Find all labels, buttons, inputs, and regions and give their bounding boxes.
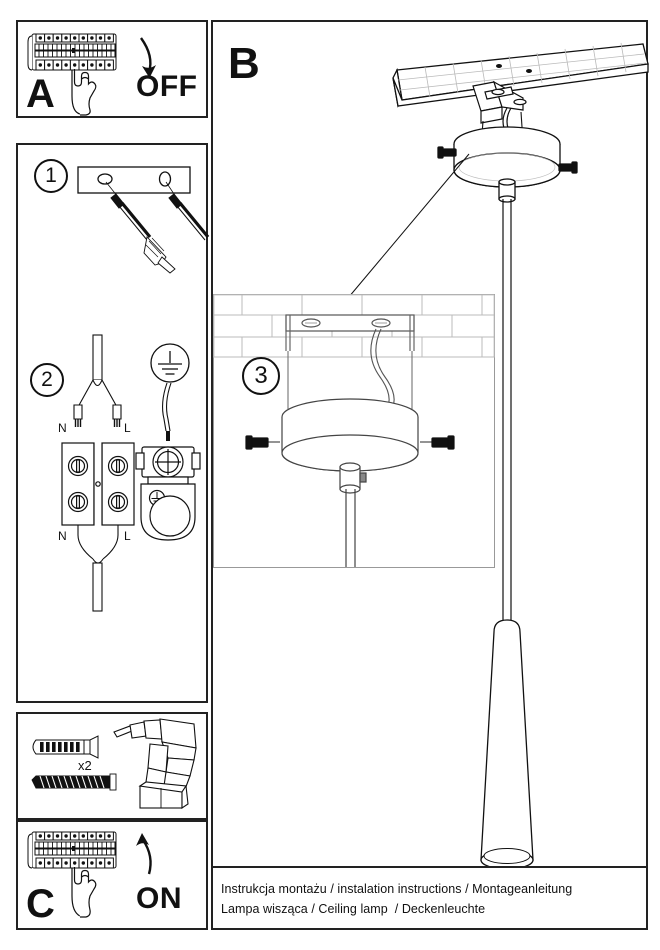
panel-c-action-label: ON: [136, 882, 182, 915]
earth-terminal-icon: [135, 446, 201, 541]
leader-line-icon: [342, 153, 470, 305]
pointing-hand-icon: [71, 69, 97, 116]
step-2-artwork: [61, 334, 201, 612]
panel-c-letter: C: [26, 882, 55, 926]
terminal-label-n-bottom: N: [58, 529, 67, 543]
panel-a-letter: A: [26, 72, 55, 116]
step-3-number: 3: [242, 357, 280, 395]
lamp-shade-icon: [480, 619, 534, 870]
panel-c-artwork: [27, 831, 152, 918]
wire-icon: [73, 334, 122, 427]
grub-screw-icon: [245, 435, 455, 450]
tools-artwork: [31, 718, 197, 810]
panel-c: C ON: [16, 820, 208, 930]
wall-plug-icon: [32, 735, 99, 759]
breaker-panel-icon: [27, 33, 117, 71]
footer-line-1: Instrukcja montażu / instalation instruc…: [221, 882, 573, 896]
pointing-hand-icon: [71, 867, 97, 918]
wall-plug-icon: [143, 236, 176, 274]
step-1-artwork: [77, 166, 210, 274]
pendant-cable-icon: [502, 199, 512, 620]
step-3-artwork: [213, 294, 495, 567]
wood-screw-icon: [31, 773, 117, 791]
step-2-number: 2: [30, 363, 64, 397]
terminal-label-l-top: L: [124, 421, 131, 435]
footer-text-box: Instrukcja montażu / instalation instruc…: [211, 866, 648, 930]
mounting-bracket-icon: [77, 166, 191, 194]
suspension-wire-icon: [287, 351, 413, 417]
tools-quantity-label: x2: [78, 758, 92, 773]
pendant-cable-icon: [345, 489, 356, 567]
breaker-panel-icon: [27, 831, 117, 869]
mounting-bar-icon: [285, 314, 415, 351]
footer-line-2: Lampa wisząca / Ceiling lamp / Deckenleu…: [221, 902, 486, 916]
panel-b-letter: B: [228, 39, 260, 88]
mounting-bar-isometric-icon: [472, 80, 527, 124]
ceiling-slab-isometric-icon: [392, 42, 649, 108]
screw-icon-2: [165, 181, 210, 241]
wire-icon-lower: [77, 525, 119, 612]
terminal-label-l-bottom: L: [124, 529, 131, 543]
panel-a-artwork: [27, 33, 156, 116]
grub-screw-icon: [437, 146, 578, 174]
terminal-label-n-top: N: [58, 421, 67, 435]
panel-tools: x2: [16, 712, 208, 820]
screw-icon: [105, 181, 152, 241]
step-1-number: 1: [34, 159, 68, 193]
panel-steps-1-2: 1: [16, 143, 210, 703]
panel-a: A OFF: [16, 20, 208, 118]
panel-step-3: 3: [213, 294, 495, 568]
canopy-icon: [437, 126, 578, 203]
arrow-up-curved-icon: [136, 833, 152, 875]
terminal-block-icon: [61, 442, 135, 526]
panel-b-artwork: [342, 42, 649, 870]
panel-a-action-label: OFF: [136, 70, 198, 103]
earth-wire-icon: [161, 382, 172, 441]
arrow-down-curved-icon: [140, 37, 156, 78]
canopy-icon: [245, 398, 455, 494]
power-drill-icon: [113, 718, 197, 810]
earth-symbol-icon: [150, 343, 190, 383]
